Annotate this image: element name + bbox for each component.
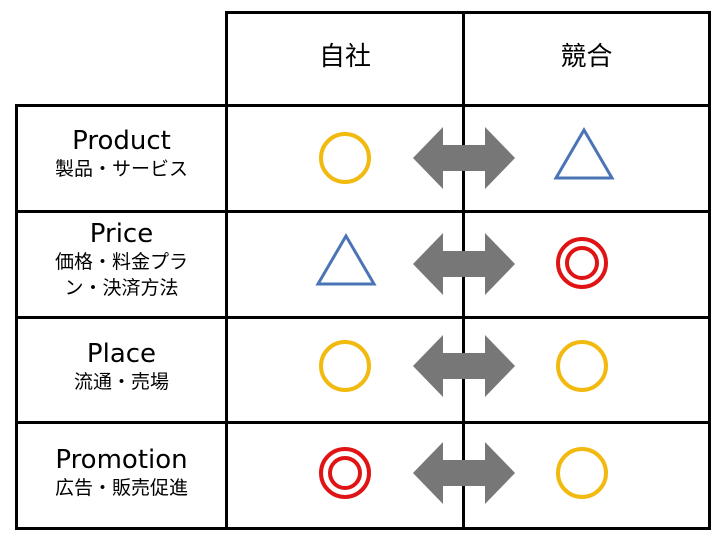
circle-icon (319, 340, 371, 392)
circle-icon (556, 340, 608, 392)
grid-line (226, 11, 711, 14)
row-title: Product (72, 126, 171, 156)
grid-line (15, 210, 711, 213)
grid-line (15, 104, 18, 530)
row-title: Place (86, 339, 157, 369)
double-circle-icon (556, 237, 608, 289)
row-label-price: Price 価格・料金プラ ン・決済方法 (18, 219, 225, 301)
row-subtitle: ン・決済方法 (64, 277, 179, 299)
row-subtitle: 流通・売場 (73, 371, 169, 393)
row-subtitle: 価格・料金プラ (54, 251, 188, 273)
double-arrow-icon (413, 127, 515, 189)
row-label-place: Place 流通・売場 (18, 339, 225, 395)
row-subtitle: 製品・サービス (54, 158, 188, 180)
double-arrow-icon (413, 233, 515, 295)
circle-icon (556, 447, 608, 499)
triangle-icon (553, 127, 615, 180)
header-own: 自社 (318, 42, 371, 72)
circle-icon (319, 132, 371, 184)
grid-line (15, 316, 711, 319)
double-circle-icon (319, 447, 371, 499)
double-arrow-icon (413, 335, 515, 397)
grid-line (708, 11, 711, 530)
grid-line (15, 421, 711, 424)
triangle-icon (315, 233, 377, 286)
header-competitor: 競合 (560, 42, 613, 72)
grid-line (15, 527, 711, 530)
row-title: Price (89, 219, 154, 249)
grid-line (15, 104, 711, 107)
row-label-promotion: Promotion 広告・販売促進 (18, 445, 225, 501)
row-subtitle: 広告・販売促進 (54, 477, 188, 499)
grid-line (225, 11, 228, 530)
row-title: Promotion (55, 445, 188, 475)
double-arrow-icon (413, 442, 515, 504)
row-label-product: Product 製品・サービス (18, 126, 225, 182)
